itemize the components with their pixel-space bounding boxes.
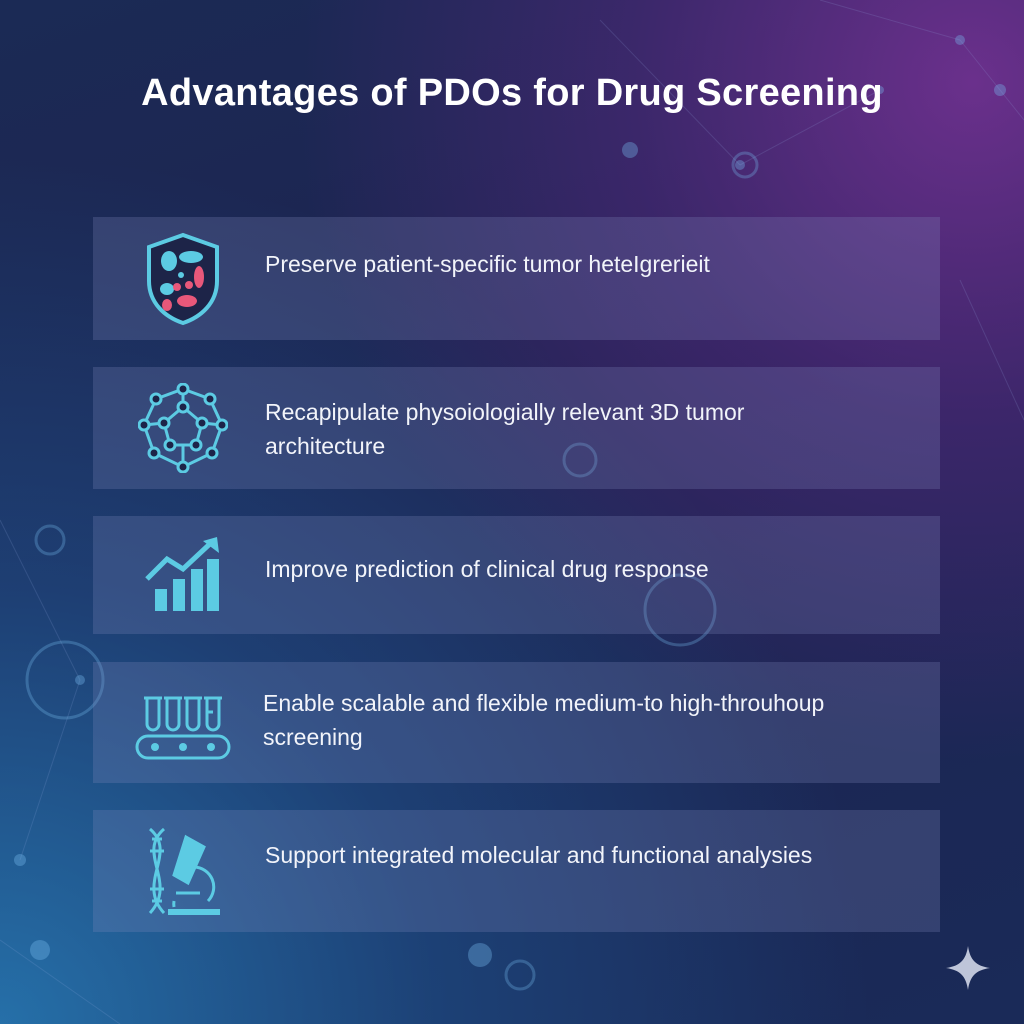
page-title: Advantages of PDOs for Drug Screening bbox=[141, 72, 883, 114]
advantage-card: Enable scalable and flexible medium-to h… bbox=[93, 662, 940, 783]
advantage-text: Preserve patient-specific tumor heteIgre… bbox=[265, 251, 710, 277]
shield-cells-icon bbox=[133, 229, 233, 329]
advantage-card: Preserve patient-specific tumor heteIgre… bbox=[93, 217, 940, 340]
advantage-card: Recapipulate physoiologially relevant 3D… bbox=[93, 367, 940, 489]
advantage-text: Improve prediction of clinical drug resp… bbox=[265, 556, 709, 582]
advantage-card: Improve prediction of clinical drug resp… bbox=[93, 516, 940, 634]
advantage-card: Support integrated molecular and functio… bbox=[93, 810, 940, 932]
molecular-network-icon bbox=[133, 378, 233, 478]
advantage-text: Recapipulate physoiologially relevant 3D… bbox=[265, 399, 745, 459]
dna-microscope-icon bbox=[133, 821, 233, 921]
sparkle-icon bbox=[946, 946, 990, 990]
growth-chart-icon bbox=[133, 525, 233, 625]
advantage-text: Enable scalable and flexible medium-to h… bbox=[263, 690, 825, 750]
test-tubes-conveyor-icon bbox=[133, 673, 233, 773]
advantage-text: Support integrated molecular and functio… bbox=[265, 842, 813, 868]
